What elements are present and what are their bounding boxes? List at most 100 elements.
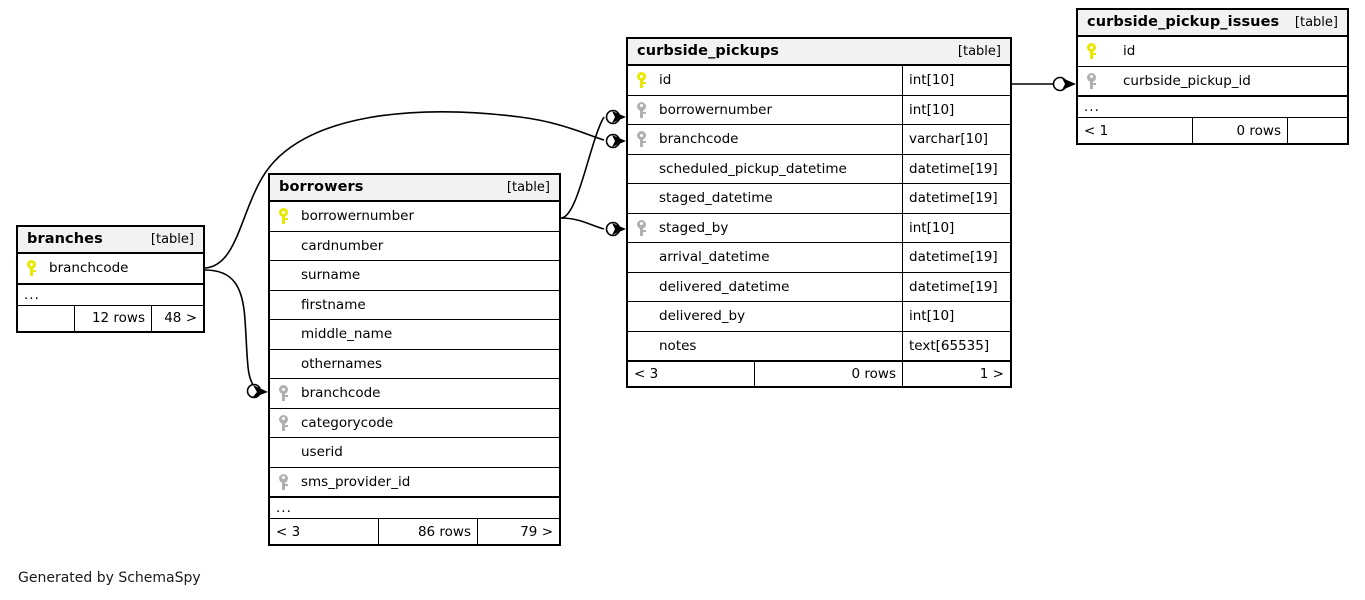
table-borrowers[interactable]: borrowers [table] borrowernumber cardnum… [268, 173, 561, 546]
primary-key-icon [637, 72, 659, 89]
table-branches[interactable]: branches [table] branchcode ... 12 rows … [16, 225, 205, 333]
column-name-cell: sms_provider_id [270, 468, 559, 497]
column-row[interactable]: id [1078, 37, 1347, 67]
footer-prev-link[interactable] [18, 306, 74, 331]
column-name-cell: curbside_pickup_id [1078, 67, 1347, 96]
footer-row-count: 0 rows [1192, 118, 1287, 143]
column-row[interactable]: middle_name [270, 320, 559, 350]
table-borrowers-tag: [table] [506, 179, 550, 195]
column-name-cell: id [628, 66, 902, 95]
column-row[interactable]: borrowernumber int[10] [628, 95, 1010, 125]
foreign-key-icon [279, 414, 301, 431]
column-row[interactable]: arrival_datetime datetime[19] [628, 243, 1010, 273]
column-name-cell: delivered_by [628, 302, 902, 331]
generated-by-caption: Generated by SchemaSpy [18, 570, 201, 586]
table-curbside-pickups-tag: [table] [957, 43, 1001, 59]
column-name-cell: scheduled_pickup_datetime [628, 155, 902, 184]
column-row[interactable]: othernames [270, 350, 559, 379]
column-row[interactable]: cardnumber [270, 232, 559, 261]
table-branches-title: branches [27, 231, 103, 247]
column-type: datetime[19] [902, 184, 1010, 213]
column-row[interactable]: surname [270, 261, 559, 291]
footer-prev-link[interactable]: < 3 [276, 523, 301, 540]
column-row[interactable]: scheduled_pickup_datetime datetime[19] [628, 154, 1010, 184]
column-label: notes [659, 337, 697, 354]
table-curbside-pickup-issues-header: curbside_pickup_issues [table] [1078, 10, 1347, 37]
column-label: surname [301, 267, 361, 284]
column-name-cell: cardnumber [270, 232, 559, 261]
footer-prev-link[interactable]: < 1 [1084, 122, 1109, 139]
table-curbside-pickup-issues-title: curbside_pickup_issues [1087, 14, 1280, 30]
column-row[interactable]: categorycode [270, 409, 559, 438]
column-row[interactable]: delivered_by int[10] [628, 302, 1010, 332]
footer-row-count: 86 rows [378, 519, 477, 544]
column-row[interactable]: staged_by int[10] [628, 213, 1010, 243]
column-row[interactable]: staged_datetime datetime[19] [628, 184, 1010, 214]
column-label: borrowernumber [659, 101, 773, 118]
column-name-cell: delivered_datetime [628, 273, 902, 302]
column-name-cell: branchcode [628, 125, 902, 154]
column-label: middle_name [301, 326, 393, 343]
more-columns-indicator: ... [1078, 96, 1347, 118]
table-branches-header: branches [table] [18, 227, 203, 254]
column-label: categorycode [301, 414, 394, 431]
column-name-cell: arrival_datetime [628, 243, 902, 272]
column-row[interactable]: branchcode varchar[10] [628, 125, 1010, 155]
column-row[interactable]: delivered_datetime datetime[19] [628, 272, 1010, 302]
column-label: staged_datetime [659, 190, 773, 207]
column-row[interactable]: branchcode [18, 254, 203, 284]
footer-next-link[interactable] [1287, 118, 1347, 143]
column-label: branchcode [49, 260, 129, 277]
column-name-cell: firstname [270, 291, 559, 320]
column-label: firstname [301, 296, 366, 313]
column-name-cell: staged_datetime [628, 184, 902, 213]
primary-key-icon [27, 260, 49, 277]
foreign-key-icon [279, 385, 301, 402]
table-branches-footer: 12 rows 48 > [18, 305, 203, 331]
foreign-key-icon [637, 131, 659, 148]
table-curbside-pickups[interactable]: curbside_pickups [table] id int[10] borr… [626, 37, 1012, 388]
column-type: datetime[19] [902, 243, 1010, 272]
column-label: othernames [301, 355, 383, 372]
column-type: int[10] [902, 95, 1010, 124]
footer-prev-link[interactable]: < 3 [634, 366, 659, 382]
column-label: scheduled_pickup_datetime [659, 160, 847, 177]
column-label: arrival_datetime [659, 249, 770, 266]
more-columns-indicator: ... [18, 283, 203, 306]
footer-row-count: 12 rows [74, 305, 151, 331]
column-row[interactable]: borrowernumber [270, 202, 559, 232]
column-type: int[10] [902, 302, 1010, 331]
column-name-cell: branchcode [18, 254, 203, 283]
column-type: datetime[19] [902, 154, 1010, 183]
table-curbside-pickups-header: curbside_pickups [table] [628, 39, 1010, 66]
column-name-cell: surname [270, 261, 559, 290]
column-row[interactable]: firstname [270, 291, 559, 320]
column-label: staged_by [659, 219, 729, 236]
column-row[interactable]: userid [270, 438, 559, 468]
column-label: sms_provider_id [301, 473, 411, 490]
foreign-key-icon [1087, 72, 1109, 89]
column-type: varchar[10] [902, 125, 1010, 154]
primary-key-icon [279, 208, 301, 225]
column-row[interactable]: curbside_pickup_id [1078, 67, 1347, 96]
column-label: delivered_by [659, 308, 746, 325]
footer-next-link[interactable]: 79 > [477, 519, 559, 544]
column-label: delivered_datetime [659, 278, 790, 295]
table-curbside-pickup-issues[interactable]: curbside_pickup_issues [table] id curbsi… [1076, 8, 1349, 145]
footer-next-link[interactable]: 48 > [151, 305, 203, 331]
column-row[interactable]: id int[10] [628, 66, 1010, 96]
foreign-key-icon [637, 101, 659, 118]
column-name-cell: staged_by [628, 214, 902, 243]
more-columns-indicator: ... [270, 497, 559, 519]
column-label: curbside_pickup_id [1123, 72, 1251, 89]
column-name-cell: middle_name [270, 320, 559, 349]
table-curbside-pickups-footer: < 3 0 rows 1 > [628, 361, 1010, 386]
column-name-cell: othernames [270, 350, 559, 379]
footer-next-link[interactable]: 1 > [902, 362, 1010, 386]
column-row[interactable]: notes text[65535] [628, 331, 1010, 361]
column-row[interactable]: branchcode [270, 379, 559, 409]
column-type: datetime[19] [902, 272, 1010, 301]
table-borrowers-footer: < 3 86 rows 79 > [270, 519, 559, 544]
column-row[interactable]: sms_provider_id [270, 468, 559, 497]
